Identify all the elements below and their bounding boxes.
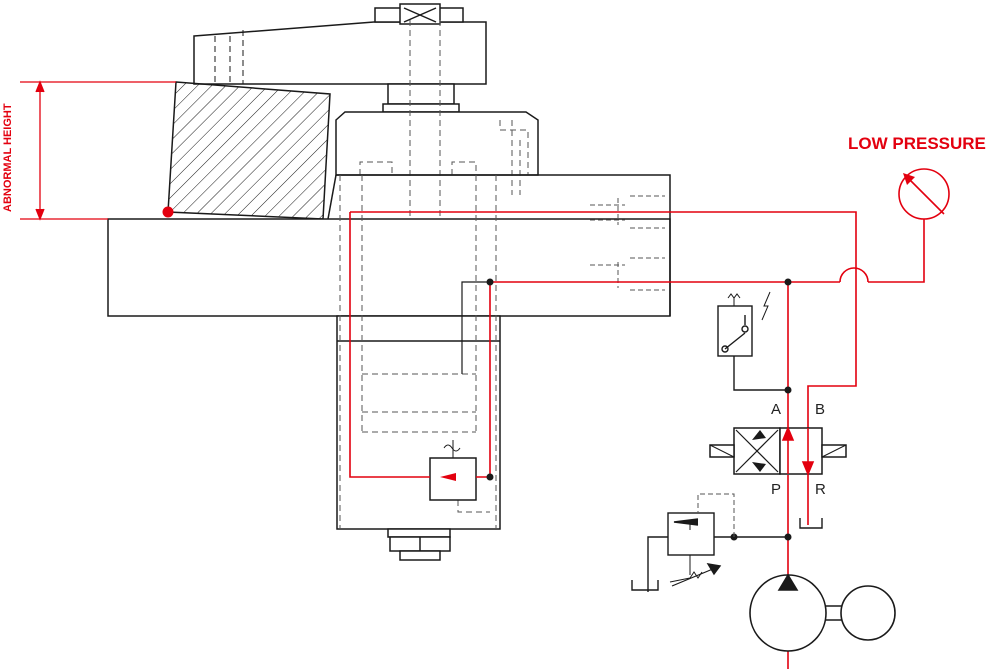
piston-neck	[382, 83, 460, 113]
abnormal-height-dimension	[20, 80, 176, 221]
port-b-label: B	[815, 401, 826, 418]
hidden-lines-upper	[359, 20, 529, 340]
bottom-nut	[387, 528, 451, 561]
flow-arrow-internal	[440, 473, 456, 481]
hydraulic-pump	[749, 573, 827, 652]
port-p-label: P	[771, 481, 782, 498]
low-pressure-label: LOW PRESSURE	[848, 134, 986, 153]
pressure-gauge	[898, 168, 950, 220]
pump-shaft	[826, 605, 844, 621]
pressure-switch	[717, 291, 788, 391]
abnormal-height-label: ABNORMAL HEIGHT	[2, 103, 14, 212]
pilot-line	[461, 281, 490, 374]
internal-check-valve	[429, 440, 477, 501]
port-r-label: R	[815, 481, 826, 498]
valve-flow-arrows	[781, 425, 815, 477]
relief-valve	[631, 512, 788, 592]
clamp-body-upper	[335, 111, 539, 176]
top-nut	[374, 3, 464, 25]
directional-valve	[709, 427, 847, 475]
clamp-body-flange	[327, 174, 671, 316]
tank-symbol-r	[799, 518, 823, 529]
mounting-plate	[107, 218, 671, 317]
relief-pilot-line	[697, 493, 735, 537]
electric-motor	[840, 585, 896, 641]
contact-point	[162, 206, 174, 218]
clamp-arm	[193, 21, 487, 85]
workpiece	[167, 81, 331, 220]
port-a-label: A	[771, 401, 782, 418]
